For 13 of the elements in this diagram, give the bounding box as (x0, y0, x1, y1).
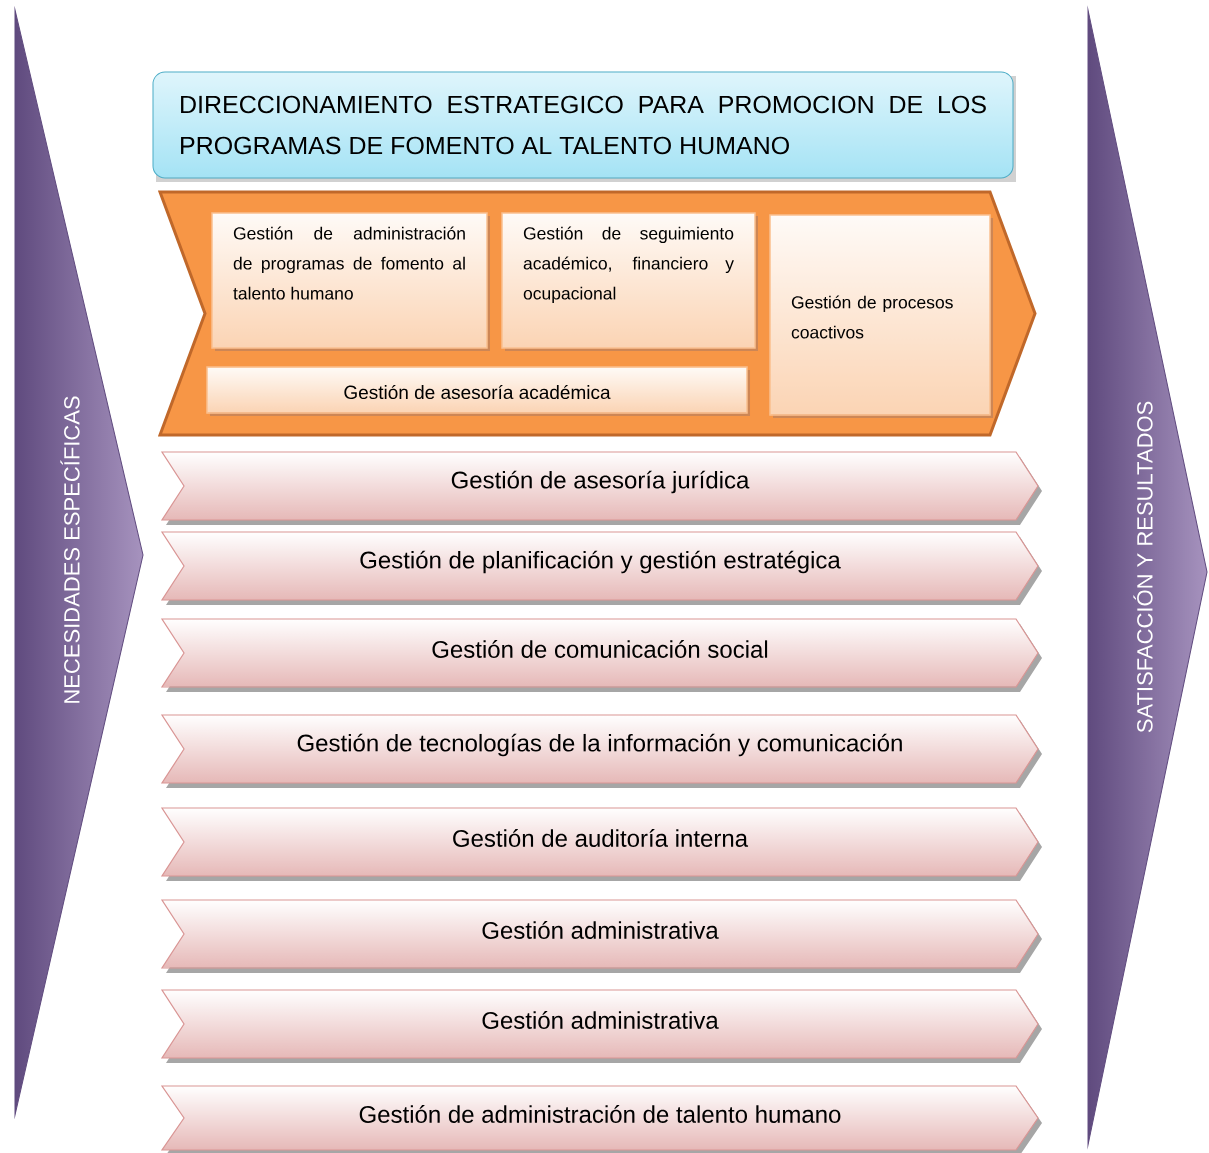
process-box: Gestión de seguimiento académico, financiero y ocupacional (501, 212, 758, 351)
title-box: DIRECCIONAMIENTO ESTRATEGICO PARA PROMOCION DE LOS PROGRAMAS DE FOMENTO AL TALENTO HUMANO (152, 71, 1016, 182)
chevron-band: Gestión de asesoría jurídica (160, 451, 1042, 525)
process-box: Gestión de administración de programas de fomento al talento humano (211, 212, 490, 351)
chevron-band: Gestión de tecnologías de la información y comunicación (160, 714, 1042, 788)
chevron-band: Gestión administrativa (160, 899, 1042, 973)
process-box: Gestión de procesos coactivos (769, 214, 993, 418)
process-box: Gestión de asesoría académica (206, 366, 750, 416)
chevron-band: Gestión de auditoría interna (160, 807, 1042, 881)
chevron-band: Gestión administrativa (160, 989, 1042, 1063)
chevron-band: Gestión de planificación y gestión estratégica (160, 531, 1042, 605)
chevron-band: Gestión de administración de talento humano (160, 1085, 1042, 1153)
chevron-band: Gestión de comunicación social (160, 618, 1042, 692)
